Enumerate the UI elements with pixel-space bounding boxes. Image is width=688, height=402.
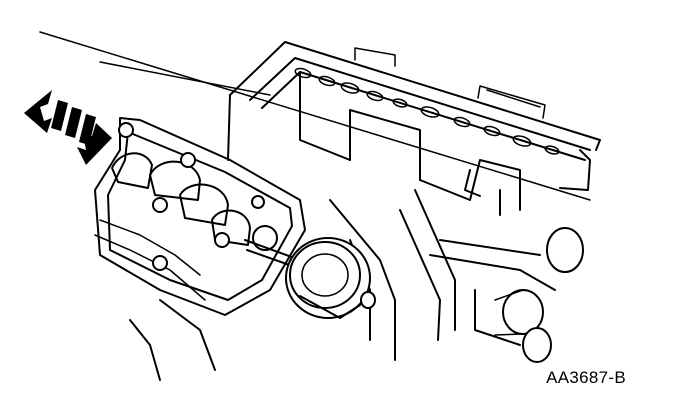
engine-mount-bosses [494,227,584,363]
bearing-cap-bolts [118,122,278,271]
oil-gallery-holes [294,67,560,155]
dial-indicator [244,237,376,319]
main-bearing-cap [94,117,306,316]
engine-block-outline [39,31,601,381]
figure-code-label: AA3687-B [546,368,626,387]
double-arrow-icon [24,90,112,165]
